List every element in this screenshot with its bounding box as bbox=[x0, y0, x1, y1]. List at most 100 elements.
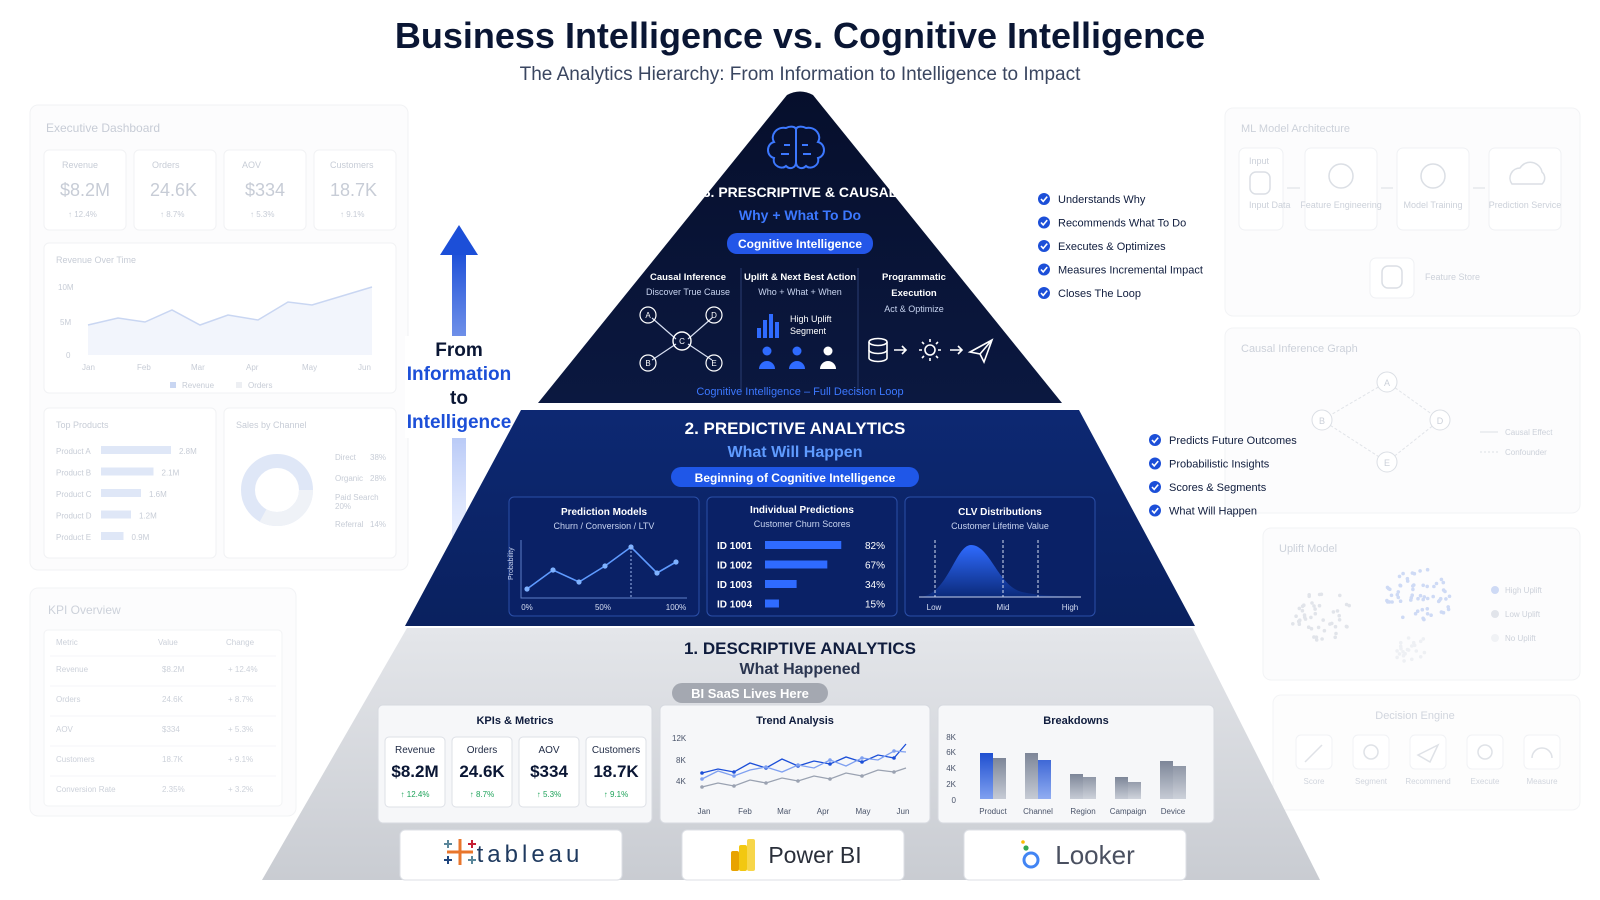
uplift-point bbox=[1396, 595, 1401, 600]
uplift-point bbox=[1438, 596, 1443, 601]
trend-xtick: Feb bbox=[738, 807, 752, 816]
checklist-text: Predicts Future Outcomes bbox=[1169, 435, 1297, 447]
uplift-point bbox=[1338, 593, 1342, 598]
uplift-col-title: Uplift & Next Best Action bbox=[744, 272, 856, 283]
uplift-point bbox=[1422, 650, 1427, 655]
gauge-icon bbox=[1531, 747, 1553, 759]
trend-xtick: May bbox=[855, 807, 870, 816]
uplift-point bbox=[1401, 571, 1405, 576]
uplift-point bbox=[1321, 618, 1325, 622]
ml-node-label: Input Data bbox=[1249, 200, 1291, 210]
causal-node: D bbox=[1437, 416, 1444, 426]
checklist-item: Closes The Loop bbox=[1038, 287, 1141, 300]
prediction-point bbox=[576, 579, 582, 585]
tier1-subtitle: What Happened bbox=[740, 661, 861, 678]
trend-point bbox=[796, 779, 800, 783]
uplift-point bbox=[1446, 605, 1450, 609]
hierarchy-arrow: From Information to Intelligence bbox=[405, 225, 513, 537]
breakdowns-category: Product bbox=[979, 807, 1007, 816]
uplift-point bbox=[1337, 613, 1341, 618]
clv-xtick: Mid bbox=[997, 603, 1010, 612]
tier1-title: 1. DESCRIPTIVE ANALYTICS bbox=[684, 639, 916, 658]
sales-donut-segment bbox=[241, 454, 313, 526]
breakdowns-category: Region bbox=[1070, 807, 1095, 816]
revenue-chart-ytick: 0 bbox=[66, 351, 71, 360]
trend-point bbox=[764, 781, 768, 785]
powerbi-logo-icon bbox=[731, 839, 755, 871]
kpi-overview-header: Change bbox=[226, 638, 255, 647]
causal-node: D bbox=[711, 311, 717, 320]
powerbi-wordmark: Power BI bbox=[768, 842, 861, 868]
uplift-point bbox=[1399, 640, 1403, 645]
causal-legend: Causal Effect bbox=[1505, 428, 1553, 437]
causal-node: E bbox=[1384, 458, 1390, 468]
exec-kpi-value: $8.2M bbox=[60, 180, 110, 200]
prediction-models-xtick: 0% bbox=[521, 603, 533, 612]
tier3-footer: Cognitive Intelligence – Full Decision L… bbox=[696, 386, 903, 398]
checkmark-icon bbox=[1040, 266, 1048, 274]
uplift-point bbox=[1291, 622, 1295, 626]
kpi-label: Customers bbox=[592, 745, 640, 756]
prediction-models-xtick: 50% bbox=[595, 603, 611, 612]
trend-point bbox=[700, 785, 704, 789]
trend-point bbox=[828, 777, 832, 781]
breakdowns-title: Breakdowns bbox=[1043, 715, 1108, 727]
trend-point bbox=[892, 770, 896, 774]
checklist-item: Executes & Optimizes bbox=[1038, 240, 1166, 253]
causal-legend: Confounder bbox=[1505, 448, 1547, 457]
churn-id: ID 1004 bbox=[717, 600, 752, 611]
execution-col-title: Programmatic bbox=[882, 272, 946, 283]
sales-channel-title: Sales by Channel bbox=[236, 420, 307, 430]
revenue-chart-xtick: May bbox=[302, 363, 317, 372]
top-products-title: Top Products bbox=[56, 420, 109, 430]
kpi-row-value: $334 bbox=[162, 725, 180, 734]
uplift-legend: Low Uplift bbox=[1505, 610, 1541, 619]
ml-node-label: Prediction Service bbox=[1489, 200, 1562, 210]
checkmark-icon bbox=[1040, 196, 1048, 203]
clv-sub: Customer Lifetime Value bbox=[951, 521, 1049, 531]
gear-icon bbox=[1477, 744, 1493, 760]
uplift-point bbox=[1397, 652, 1402, 656]
arrow-right-icon bbox=[894, 345, 908, 355]
churn-pct: 82% bbox=[865, 541, 885, 552]
churn-pct: 34% bbox=[865, 580, 885, 591]
tier1-kpi-card: KPIs & Metrics Revenue $8.2M ↑ 12.4% Ord… bbox=[377, 704, 653, 824]
prediction-models-xtick: 100% bbox=[666, 603, 686, 612]
breakdowns-ytick: 2K bbox=[946, 780, 956, 789]
ml-node-label: Model Training bbox=[1403, 200, 1462, 210]
trend-point bbox=[860, 756, 864, 760]
trend-ytick: 8K bbox=[676, 756, 686, 765]
uplift-legend: High Uplift bbox=[1505, 586, 1543, 595]
kpi-row-value: $8.2M bbox=[162, 665, 185, 674]
ghost-decision-engine: Decision Engine Score Segment Recommend … bbox=[1272, 694, 1581, 811]
uplift-point bbox=[1314, 638, 1319, 642]
product-label: Product D bbox=[56, 512, 92, 521]
product-value: 1.2M bbox=[139, 512, 157, 521]
product-label: Product C bbox=[56, 490, 92, 499]
causal-node: B bbox=[645, 359, 650, 368]
uplift-point bbox=[1422, 595, 1427, 599]
kpi-change: ↑ 5.3% bbox=[537, 790, 561, 799]
tier1-badge-label: BI SaaS Lives Here bbox=[691, 686, 809, 701]
uplift-point bbox=[1397, 574, 1402, 579]
uplift-point bbox=[1390, 600, 1394, 604]
kpi-value: $334 bbox=[530, 762, 568, 781]
uplift-point bbox=[1434, 581, 1439, 586]
uplift-point bbox=[1425, 567, 1430, 572]
person-icon bbox=[820, 346, 836, 369]
checklist-item: Probabilistic Insights bbox=[1149, 457, 1270, 471]
trend-ytick: 12K bbox=[672, 734, 687, 743]
uplift-point bbox=[1402, 659, 1406, 663]
kpi-change: ↑ 12.4% bbox=[401, 790, 430, 799]
looker-wordmark: Looker bbox=[1055, 840, 1135, 870]
breakdowns-category: Channel bbox=[1023, 807, 1053, 816]
segment-icon bbox=[1363, 744, 1379, 760]
ml-arch-title: ML Model Architecture bbox=[1241, 123, 1350, 135]
churn-bar bbox=[765, 541, 842, 549]
uplift-point bbox=[1414, 649, 1419, 653]
kpi-row-metric: Conversion Rate bbox=[56, 785, 116, 794]
prediction-models-card: Prediction Models Churn / Conversion / L… bbox=[508, 496, 700, 617]
channel-pct: 14% bbox=[370, 520, 386, 529]
